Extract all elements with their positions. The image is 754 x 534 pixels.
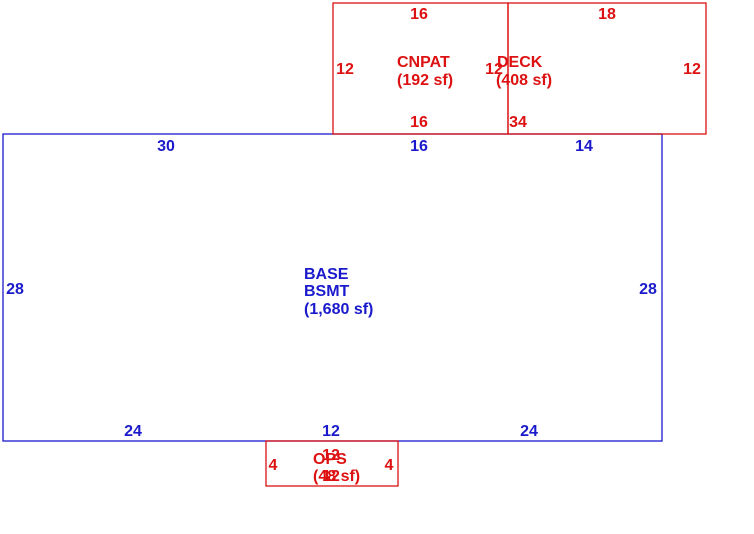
base-dim-left: 28 <box>6 281 24 298</box>
deck-labels: 18 12 34 DECK (408 sf) <box>496 6 701 131</box>
cnpat-labels: 16 12 12 16 CNPAT (192 sf) <box>336 6 503 131</box>
deck-dim-top: 18 <box>598 6 616 23</box>
base-area: (1,680 sf) <box>304 301 373 318</box>
ops-section-outline <box>265 440 399 487</box>
base-dim-top-mid: 16 <box>410 138 428 155</box>
cnpat-dim-top: 16 <box>410 6 428 23</box>
ops-area: (48 sf) <box>313 468 360 485</box>
cnpat-dim-left: 12 <box>336 61 354 78</box>
base-dim-top-right: 14 <box>575 138 593 155</box>
ops-name: OPS <box>313 451 347 468</box>
cnpat-name: CNPAT <box>397 54 450 71</box>
ops-dim-left: 4 <box>269 457 278 474</box>
base-name-line1: BASE <box>304 266 349 283</box>
base-name-line2: BSMT <box>304 283 350 300</box>
deck-section-outline <box>507 2 707 135</box>
deck-area: (408 sf) <box>496 72 552 89</box>
base-dim-bottom-left: 24 <box>124 423 142 440</box>
cnpat-dim-right: 12 <box>485 61 503 78</box>
base-labels: 30 16 14 28 28 24 12 24 BASE BSMT (1,680… <box>6 138 657 440</box>
ops-labels: 12 4 4 12 OPS (48 sf) <box>269 447 394 485</box>
cnpat-dim-bottom: 16 <box>410 114 428 131</box>
ops-dim-top: 12 <box>322 447 340 464</box>
deck-dim-right: 12 <box>683 61 701 78</box>
cnpat-area: (192 sf) <box>397 72 453 89</box>
base-dim-bottom-mid: 12 <box>322 423 340 440</box>
base-dim-top-left: 30 <box>157 138 175 155</box>
base-dim-right: 28 <box>639 281 657 298</box>
base-dim-bottom-right: 24 <box>520 423 538 440</box>
ops-dim-right: 4 <box>385 457 394 474</box>
ops-dim-bottom: 12 <box>322 468 340 485</box>
deck-dim-bottom: 34 <box>509 114 527 131</box>
deck-name: DECK <box>497 54 543 71</box>
